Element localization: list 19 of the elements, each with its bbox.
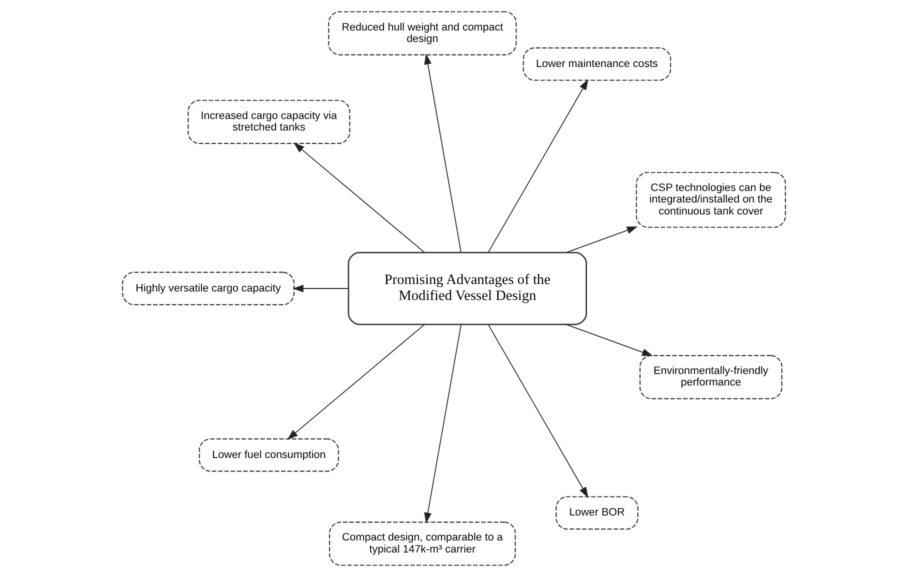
node-box: Lower fuel consumption <box>198 438 338 472</box>
node-box: Lower maintenance costs <box>522 47 671 81</box>
node-box: Highly versatile cargo capacity <box>122 272 294 306</box>
arrow <box>565 324 652 356</box>
arrow <box>565 226 638 254</box>
node-box: Environmentally-friendly performance <box>639 355 782 400</box>
arrow <box>286 324 425 440</box>
arrow <box>487 324 588 498</box>
node-box: Compact design, comparable to a typical 147k-m³ carrier <box>328 522 516 566</box>
arrow <box>487 79 588 253</box>
node-box: Reduced hull weight and compact design <box>328 11 516 56</box>
node-box: Promising Advantages of the Modified Vessel Design <box>347 252 586 326</box>
node-box: CSP technologies can be integrated/installed on the continuous tank cover <box>635 172 786 228</box>
node-box: Lower BOR <box>555 496 638 530</box>
arrow <box>424 54 462 253</box>
arrow <box>424 324 462 524</box>
arrow <box>292 284 348 292</box>
node-box: Increased cargo capacity via stretched tanks <box>187 100 350 144</box>
arrow <box>293 142 425 254</box>
